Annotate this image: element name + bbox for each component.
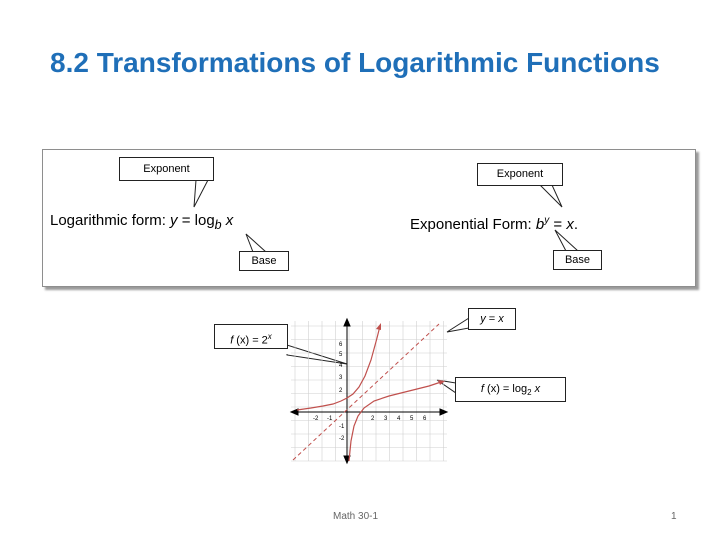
line-x: x [498, 313, 504, 325]
y-tick-label: 4 [339, 363, 343, 369]
log-base-var: b [214, 218, 222, 232]
exp-x-sup: x [267, 332, 272, 341]
logarithmic-form: Logarithmic form: y = logb x [50, 212, 233, 232]
log-sub-2: 2 [527, 388, 532, 398]
log-base-callout: Base [239, 251, 289, 271]
log-y-var: y [170, 212, 178, 229]
footer-course: Math 30-1 [333, 511, 379, 522]
log-eq: = log [177, 212, 215, 229]
exponential-label: Exponential Form: [410, 216, 536, 233]
log-exponent-callout: Exponent [119, 157, 214, 181]
exp-f: f [230, 334, 234, 347]
exponential-form: Exponential Form: by = x. [410, 212, 578, 233]
exp-function-callout: f (x) = 2x [214, 324, 288, 349]
line-eq: = [485, 313, 499, 325]
exponential-curve [296, 325, 381, 411]
x-tick-label: -2 [313, 416, 319, 422]
exp-x-var: x [566, 216, 574, 233]
slide-title: 8.2 Transformations of Logarithmic Funct… [50, 47, 660, 78]
x-tick-label: 4 [397, 416, 401, 422]
log-fx: (x) = log [483, 383, 528, 395]
exp-exponent-callout: Exponent [477, 163, 563, 186]
y-tick-label: 2 [339, 388, 343, 394]
log-x: x [534, 383, 541, 395]
x-tick-label: 5 [410, 416, 414, 422]
exp-y-var: y [544, 215, 550, 226]
x-tick-label: -1 [327, 416, 333, 422]
y-axis-arrow-down [343, 455, 351, 465]
x-tick-label: 3 [384, 416, 388, 422]
x-axis-arrow-left [289, 408, 299, 416]
exp-fx: (x) = 2 [233, 334, 268, 347]
y-tick-label: 3 [339, 375, 343, 381]
logarithmic-curve [348, 381, 442, 462]
exp-period: . [573, 216, 579, 233]
log-function-callout: f (x) = log2 x [455, 377, 566, 402]
log-curve-arrow [438, 380, 445, 385]
y-tick-label: 5 [339, 352, 343, 358]
x-tick-label: 2 [371, 416, 375, 422]
x-axis-arrow [439, 408, 449, 416]
function-graph: -2 -1 2 3 4 5 6 6 5 4 3 2 -1 -2 [289, 317, 449, 465]
y-tick-label: -1 [339, 424, 345, 430]
graph-axes [289, 317, 449, 465]
log-f: f [480, 383, 484, 395]
y-tick-label: 6 [339, 342, 343, 348]
exp-eq: = [549, 216, 567, 233]
y-tick-label: -2 [339, 436, 345, 442]
exp-curve-arrow [376, 323, 381, 330]
line-y: y [480, 313, 486, 325]
page-number: 1 [671, 511, 677, 522]
log-x-var: x [225, 212, 234, 229]
exp-base-callout: Base [553, 250, 602, 270]
logarithmic-label: Logarithmic form: [50, 212, 171, 229]
exp-b-var: b [535, 216, 545, 233]
y-axis-arrow [343, 317, 351, 327]
x-tick-label: 6 [423, 416, 427, 422]
identity-line [292, 323, 440, 461]
line-y-equals-x-callout: y = x [468, 308, 516, 330]
